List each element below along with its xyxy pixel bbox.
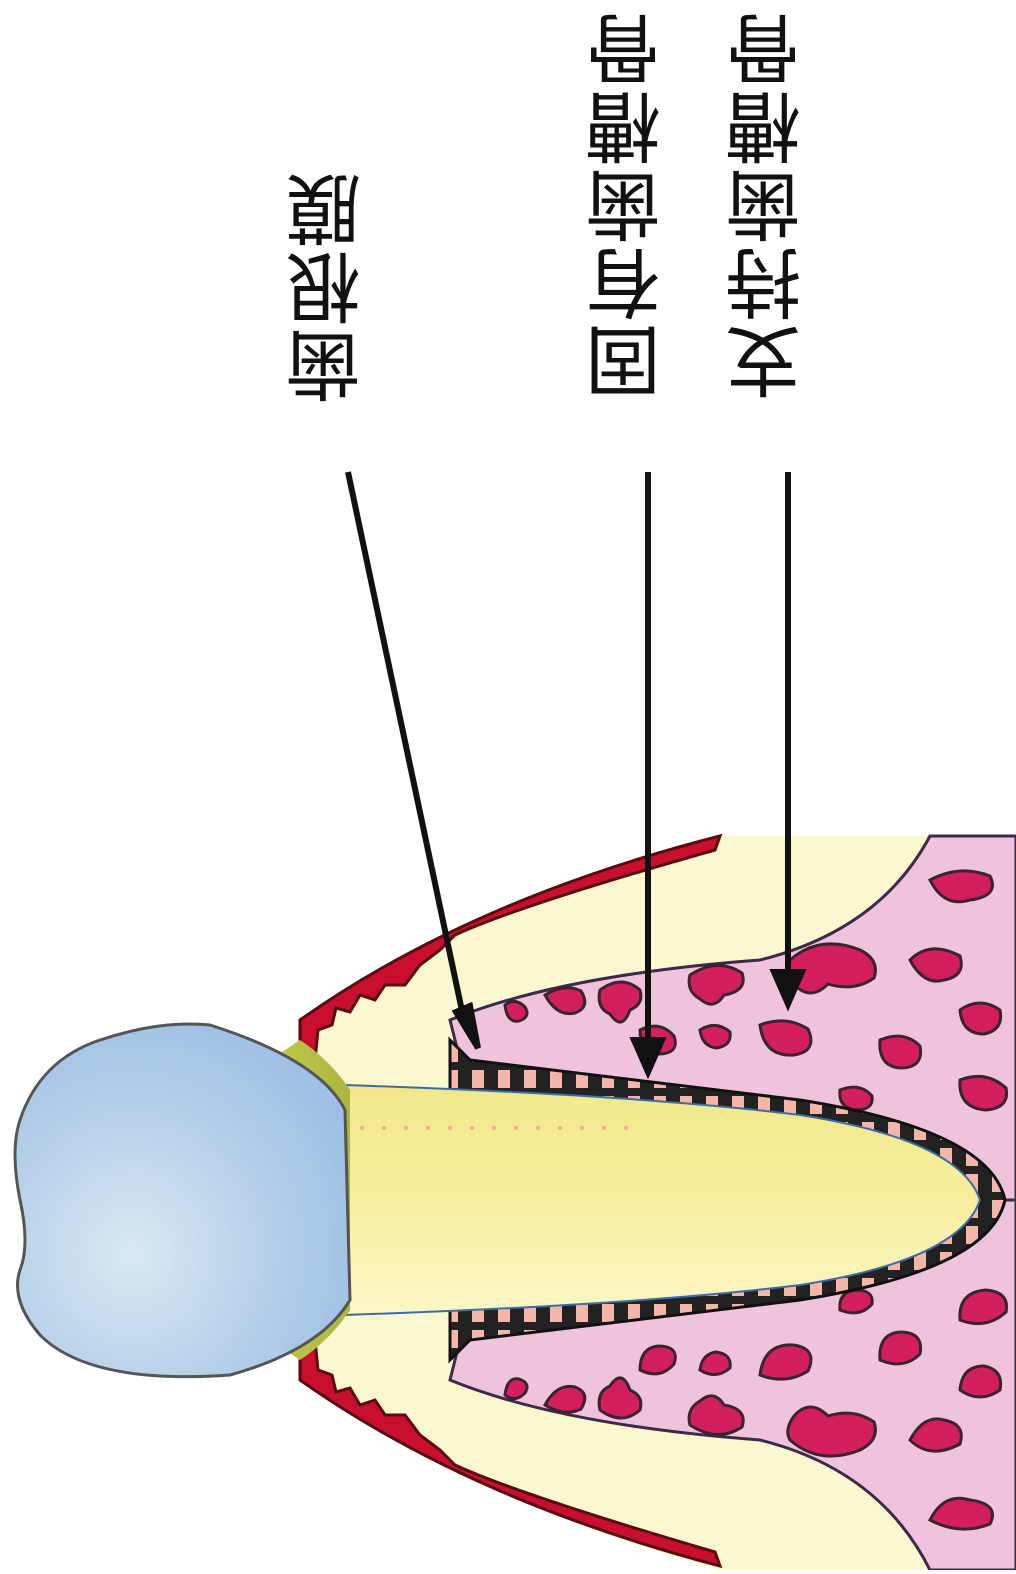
leader-line-periodontal-ligament xyxy=(348,472,465,1025)
label-supporting-alveolar-bone: 支持歯槽骨 xyxy=(730,10,810,400)
label-periodontal-ligament: 歯根膜 xyxy=(290,170,370,404)
tooth-crown xyxy=(15,1024,350,1377)
label-alveolar-bone-proper: 固有歯槽骨 xyxy=(590,10,670,400)
